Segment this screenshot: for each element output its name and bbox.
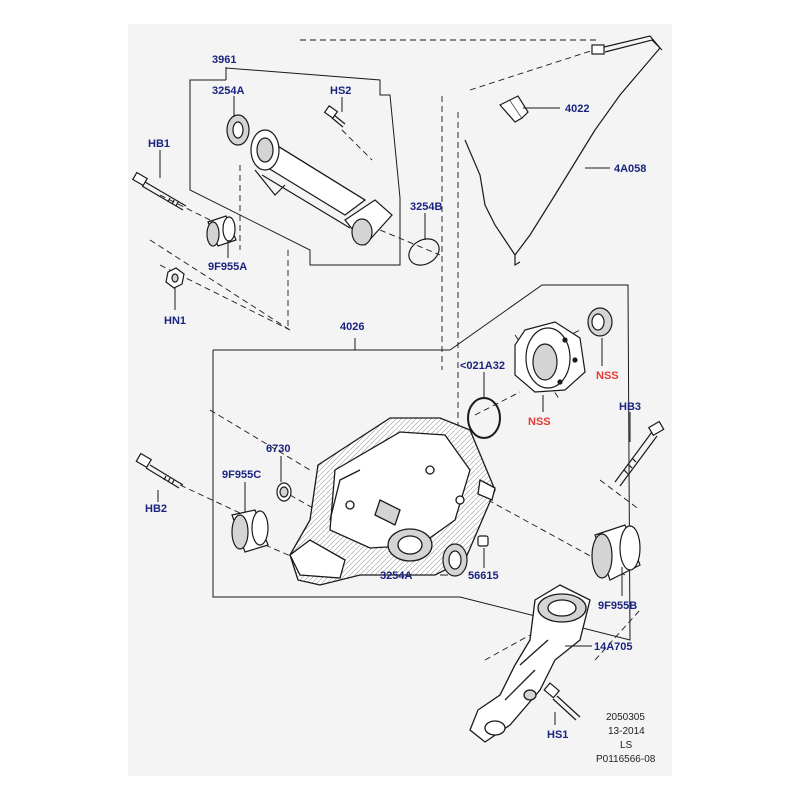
bush-9f955b-part (591, 524, 641, 581)
seal-3254a-bottom-part (442, 543, 468, 577)
label-hb1: HB1 (148, 138, 170, 150)
label-nss-2: NSS (528, 416, 551, 428)
connector-4022-part (499, 95, 529, 123)
diagram-sheet (128, 24, 672, 776)
plug-6730-part (276, 482, 292, 502)
label-3254a-bottom: 3254A (380, 570, 412, 582)
bush-9f955a-part (206, 215, 237, 247)
label-4022: 4022 (565, 103, 589, 115)
part-labels: 3961 3254A HS2 HB1 9F955A HN1 3254B 4022… (145, 54, 646, 741)
label-3254b: 3254B (410, 201, 442, 213)
label-hs2: HS2 (330, 85, 351, 97)
gasket-3254b-part (408, 238, 440, 266)
bolt-hs2-part (323, 105, 346, 128)
tube-3961-part (250, 129, 393, 246)
seal-3254a-top-part (226, 114, 250, 146)
bolt-hb1-part (131, 171, 187, 211)
bush-9f955c-part (231, 509, 269, 553)
housing-4026-part (289, 417, 496, 586)
label-021a32: <021A32 (460, 360, 505, 372)
harness-4a058-part (464, 35, 663, 267)
nut-hn1-part (165, 267, 185, 289)
label-56615: 56615 (468, 570, 499, 582)
footer-line-2: 13-2014 (608, 726, 645, 737)
drawing-footer: 2050305 13-2014 LS P0116566-08 (596, 712, 656, 765)
label-9f955c: 9F955C (222, 469, 261, 481)
footer-line-1: 2050305 (606, 712, 645, 723)
bolt-hb3-part (614, 420, 665, 487)
label-leaders (157, 67, 631, 725)
label-6730: 6730 (266, 443, 290, 455)
label-hs1: HS1 (547, 729, 568, 741)
footer-line-4: P0116566-08 (596, 754, 656, 765)
label-hb2: HB2 (145, 503, 167, 515)
label-4a058: 4A058 (614, 163, 646, 175)
label-14a705: 14A705 (594, 641, 633, 653)
label-hb3: HB3 (619, 401, 641, 413)
label-nss-1: NSS (596, 370, 619, 382)
label-9f955a: 9F955A (208, 261, 247, 273)
bolt-hs1-part (543, 682, 581, 721)
bolt-hb2-part (135, 452, 184, 489)
flange-nss-part (514, 321, 586, 393)
label-hn1: HN1 (164, 315, 186, 327)
label-3961: 3961 (212, 54, 236, 66)
label-3254a-top: 3254A (212, 85, 244, 97)
seal-nss-part (587, 307, 613, 337)
bracket-14a705-part (469, 584, 591, 743)
label-4026: 4026 (340, 321, 364, 333)
plug-56615-part (477, 535, 489, 547)
label-9f955b: 9F955B (598, 600, 637, 612)
footer-line-3: LS (620, 740, 633, 751)
